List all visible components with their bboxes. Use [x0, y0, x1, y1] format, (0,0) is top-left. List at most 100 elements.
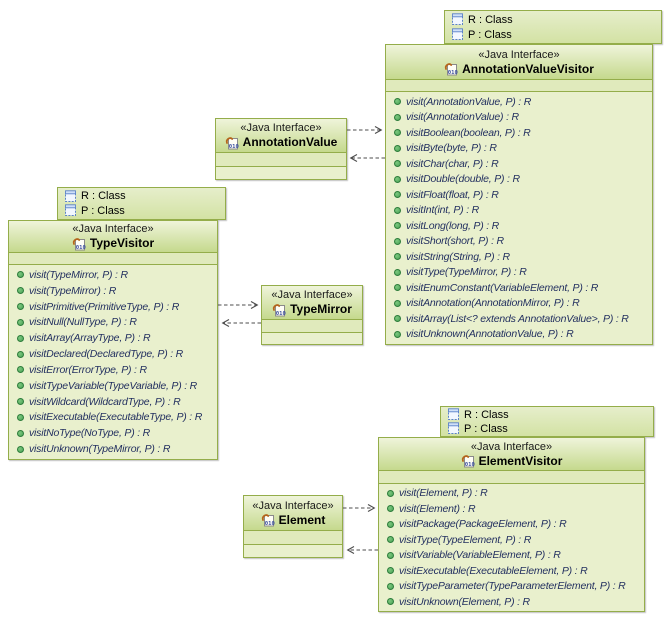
template-params-elementvisitor[interactable]: R : Class P : Class: [440, 406, 654, 437]
template-param-row[interactable]: P : Class: [58, 204, 225, 217]
java-interface-icon: 010: [261, 513, 275, 527]
template-params-annotationvaluevisitor[interactable]: R : Class P : Class: [444, 10, 662, 44]
public-method-icon: [17, 350, 24, 358]
stereotype-label: «Java Interface»: [72, 223, 154, 235]
method-signature: visitChar(char, P) : R: [406, 157, 499, 170]
public-method-icon: [394, 175, 401, 183]
public-method-icon: [17, 271, 24, 279]
interface-typevisitor[interactable]: «Java Interface» 010 TypeVisitor visit(T…: [8, 220, 218, 460]
method-row[interactable]: visitByte(byte, P) : R: [386, 142, 652, 154]
template-param-row[interactable]: R : Class: [441, 408, 653, 421]
method-signature: visit(AnnotationValue) : R: [406, 111, 519, 124]
method-row[interactable]: visitEnumConstant(VariableElement, P) : …: [386, 282, 652, 294]
public-method-icon: [394, 237, 401, 245]
method-signature: visitArray(List<? extends AnnotationValu…: [406, 312, 629, 325]
title-compartment[interactable]: «Java Interface» 010 TypeVisitor: [9, 221, 217, 253]
interface-annotationvaluevisitor[interactable]: «Java Interface» 010 AnnotationValueVisi…: [385, 44, 653, 345]
template-parameter-icon: [447, 408, 460, 421]
template-param-label: R : Class: [468, 13, 513, 26]
method-row[interactable]: visitBoolean(boolean, P) : R: [386, 127, 652, 139]
interface-element[interactable]: «Java Interface» 010 Element: [243, 495, 343, 558]
method-row[interactable]: visitExecutable(ExecutableType, P) : R: [9, 411, 217, 423]
methods-compartment: visit(AnnotationValue, P) : R visit(Anno…: [386, 92, 652, 344]
method-row[interactable]: visitType(TypeMirror, P) : R: [386, 266, 652, 278]
template-parameter-icon: [451, 28, 464, 41]
interface-elementvisitor[interactable]: «Java Interface» 010 ElementVisitor visi…: [378, 437, 645, 612]
public-method-icon: [394, 299, 401, 307]
method-signature: visitType(TypeElement, P) : R: [399, 533, 532, 546]
method-row[interactable]: visit(TypeMirror) : R: [9, 285, 217, 297]
attributes-compartment: [9, 253, 217, 265]
method-row[interactable]: visit(AnnotationValue) : R: [386, 111, 652, 123]
method-row[interactable]: visitExecutable(ExecutableElement, P) : …: [379, 565, 644, 577]
template-parameter-icon: [64, 204, 77, 217]
method-row[interactable]: visitArray(ArrayType, P) : R: [9, 332, 217, 344]
methods-compartment: visit(Element, P) : R visit(Element) : R…: [379, 484, 644, 611]
method-row[interactable]: visitDouble(double, P) : R: [386, 173, 652, 185]
method-signature: visitPrimitive(PrimitiveType, P) : R: [29, 300, 180, 313]
method-row[interactable]: visitChar(char, P) : R: [386, 158, 652, 170]
svg-text:010: 010: [448, 70, 458, 76]
method-row[interactable]: visit(AnnotationValue, P) : R: [386, 96, 652, 108]
method-row[interactable]: visitVariable(VariableElement, P) : R: [379, 549, 644, 561]
java-interface-icon: 010: [225, 136, 239, 150]
template-param-row[interactable]: R : Class: [58, 190, 225, 203]
method-signature: visitFloat(float, P) : R: [406, 188, 499, 201]
method-signature: visitInt(int, P) : R: [406, 204, 480, 217]
method-row[interactable]: visitLong(long, P) : R: [386, 220, 652, 232]
title-compartment[interactable]: «Java Interface» 010 AnnotationValue: [216, 119, 346, 153]
method-signature: visitEnumConstant(VariableElement, P) : …: [406, 281, 599, 294]
public-method-icon: [17, 398, 24, 406]
svg-text:010: 010: [276, 311, 286, 317]
method-signature: visit(TypeMirror, P) : R: [29, 268, 128, 281]
method-row[interactable]: visitTypeParameter(TypeParameterElement,…: [379, 580, 644, 592]
stereotype-label: «Java Interface»: [271, 289, 353, 301]
public-method-icon: [17, 318, 24, 326]
method-row[interactable]: visit(Element, P) : R: [379, 487, 644, 499]
title-compartment[interactable]: «Java Interface» 010 ElementVisitor: [379, 438, 644, 471]
template-param-row[interactable]: R : Class: [445, 13, 661, 26]
method-signature: visitNoType(NoType, P) : R: [29, 427, 151, 440]
public-method-icon: [394, 113, 401, 121]
interface-annotationvalue[interactable]: «Java Interface» 010 AnnotationValue: [215, 118, 347, 180]
method-row[interactable]: visit(Element) : R: [379, 503, 644, 515]
public-method-icon: [17, 303, 24, 311]
title-compartment[interactable]: «Java Interface» 010 AnnotationValueVisi…: [386, 45, 652, 80]
method-row[interactable]: visitNull(NullType, P) : R: [9, 316, 217, 328]
title-compartment[interactable]: «Java Interface» 010 Element: [244, 496, 342, 531]
method-row[interactable]: visitUnknown(TypeMirror, P) : R: [9, 443, 217, 455]
public-method-icon: [394, 253, 401, 261]
method-row[interactable]: visitWildcard(WildcardType, P) : R: [9, 396, 217, 408]
method-row[interactable]: visitNoType(NoType, P) : R: [9, 427, 217, 439]
method-row[interactable]: visitError(ErrorType, P) : R: [9, 364, 217, 376]
methods-compartment: [216, 167, 346, 179]
method-row[interactable]: visitTypeVariable(TypeVariable, P) : R: [9, 380, 217, 392]
method-row[interactable]: visitAnnotation(AnnotationMirror, P) : R: [386, 297, 652, 309]
method-row[interactable]: visitUnknown(AnnotationValue, P) : R: [386, 328, 652, 340]
template-params-typevisitor[interactable]: R : Class P : Class: [57, 187, 226, 220]
method-row[interactable]: visitArray(List<? extends AnnotationValu…: [386, 313, 652, 325]
method-row[interactable]: visitShort(short, P) : R: [386, 235, 652, 247]
public-method-icon: [394, 129, 401, 137]
template-param-row[interactable]: P : Class: [441, 422, 653, 435]
method-row[interactable]: visitPackage(PackageElement, P) : R: [379, 518, 644, 530]
method-row[interactable]: visitFloat(float, P) : R: [386, 189, 652, 201]
interface-typemirror[interactable]: «Java Interface» 010 TypeMirror: [261, 285, 363, 345]
stereotype-label: «Java Interface»: [252, 499, 334, 512]
method-row[interactable]: visitPrimitive(PrimitiveType, P) : R: [9, 301, 217, 313]
template-param-label: P : Class: [468, 28, 512, 41]
method-row[interactable]: visitInt(int, P) : R: [386, 204, 652, 216]
method-signature: visitTypeVariable(TypeVariable, P) : R: [29, 379, 198, 392]
method-row[interactable]: visitUnknown(Element, P) : R: [379, 596, 644, 608]
title-compartment[interactable]: «Java Interface» 010 TypeMirror: [262, 286, 362, 320]
method-row[interactable]: visitType(TypeElement, P) : R: [379, 534, 644, 546]
method-row[interactable]: visit(TypeMirror, P) : R: [9, 269, 217, 281]
method-row[interactable]: visitString(String, P) : R: [386, 251, 652, 263]
method-signature: visit(TypeMirror) : R: [29, 284, 117, 297]
method-signature: visitBoolean(boolean, P) : R: [406, 126, 531, 139]
method-row[interactable]: visitDeclared(DeclaredType, P) : R: [9, 348, 217, 360]
public-method-icon: [394, 268, 401, 276]
template-param-row[interactable]: P : Class: [445, 28, 661, 41]
public-method-icon: [387, 505, 394, 513]
method-signature: visitUnknown(Element, P) : R: [399, 595, 530, 608]
